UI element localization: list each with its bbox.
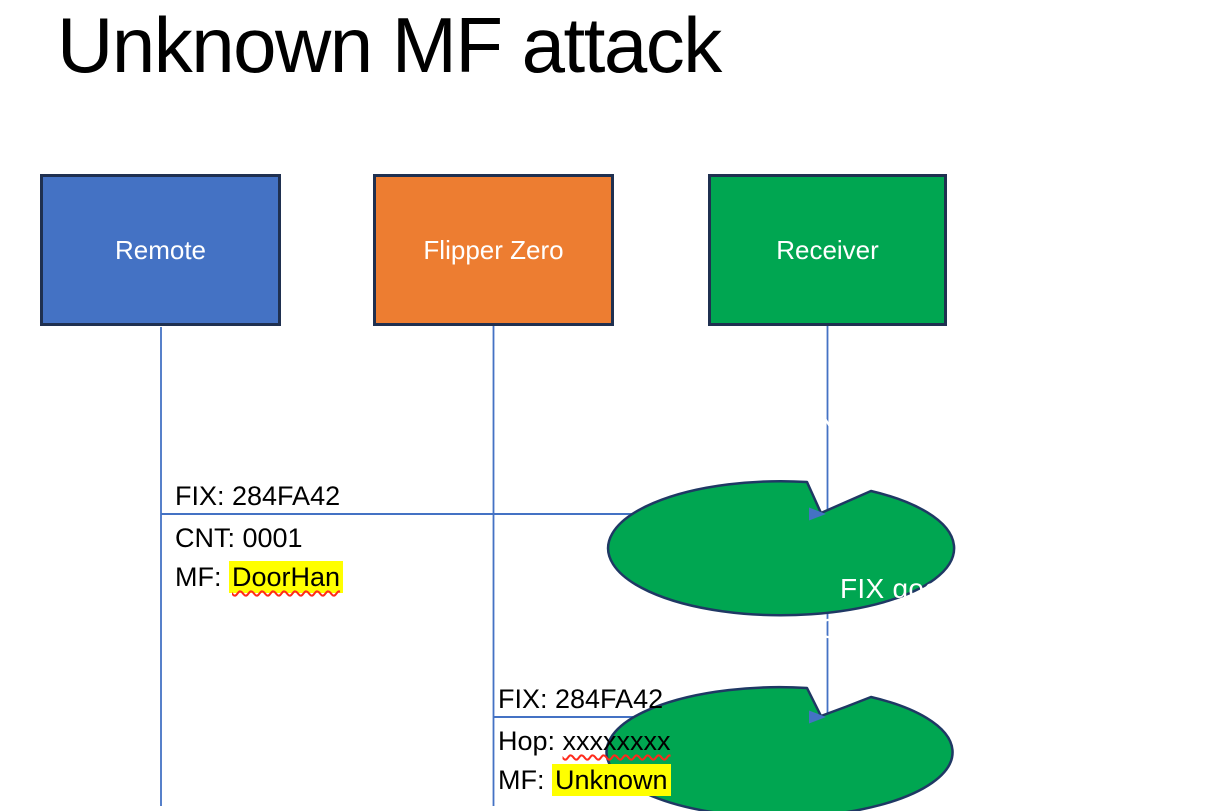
actor-box-receiver: Receiver [708,174,947,326]
bubble1-line-1: FIX good [839,368,957,399]
bubble1-line-2: CNT 0001 good [797,408,999,439]
bubble2-line-2: CNT is ???? [818,613,978,644]
message1-mf-label: MF: DoorHan [175,560,344,594]
message2-mf-value-highlighted: Unknown [552,764,671,796]
bubble1-line-3: “Opened” [837,448,959,479]
message2-hop-label: Hop: xxxxxxxx [498,724,671,758]
speech-bubble-1 [606,480,956,617]
speech-bubble-2-text: FIX good CNT is ???? “Opened” [708,569,1088,689]
message2-mf-label: MF: Unknown [498,763,671,797]
speech-bubble-1-text: FIX good CNT 0001 good “Opened” [708,364,1088,484]
bubble2-line-1: FIX good [839,573,957,604]
actor-label-flipper-zero: Flipper Zero [423,234,564,265]
message1-mf-prefix: MF: [175,562,229,592]
actor-box-remote: Remote [40,174,281,326]
message1-cnt-label: CNT: 0001 [175,523,303,553]
message1-mf-value-highlighted: DoorHan [229,561,344,593]
slide-title: Unknown MF attack [57,1,722,89]
bubble2-line-3: “Opened” [837,653,959,684]
actor-label-receiver: Receiver [776,234,879,265]
message2-hop-prefix: Hop: [498,726,563,756]
message2-hop-value-squiggled: xxxxxxxx [562,726,671,756]
actor-label-remote: Remote [114,234,207,265]
speech-bubble-2 [605,685,954,811]
arrowhead-2 [809,710,826,724]
message2-mf-prefix: MF: [498,765,552,795]
message1-fix-label: FIX: 284FA42 [175,481,341,511]
message2-fix-label: FIX: 284FA42 [498,684,664,714]
actor-box-flipper-zero: Flipper Zero [373,174,614,326]
arrowhead-1 [809,507,826,521]
